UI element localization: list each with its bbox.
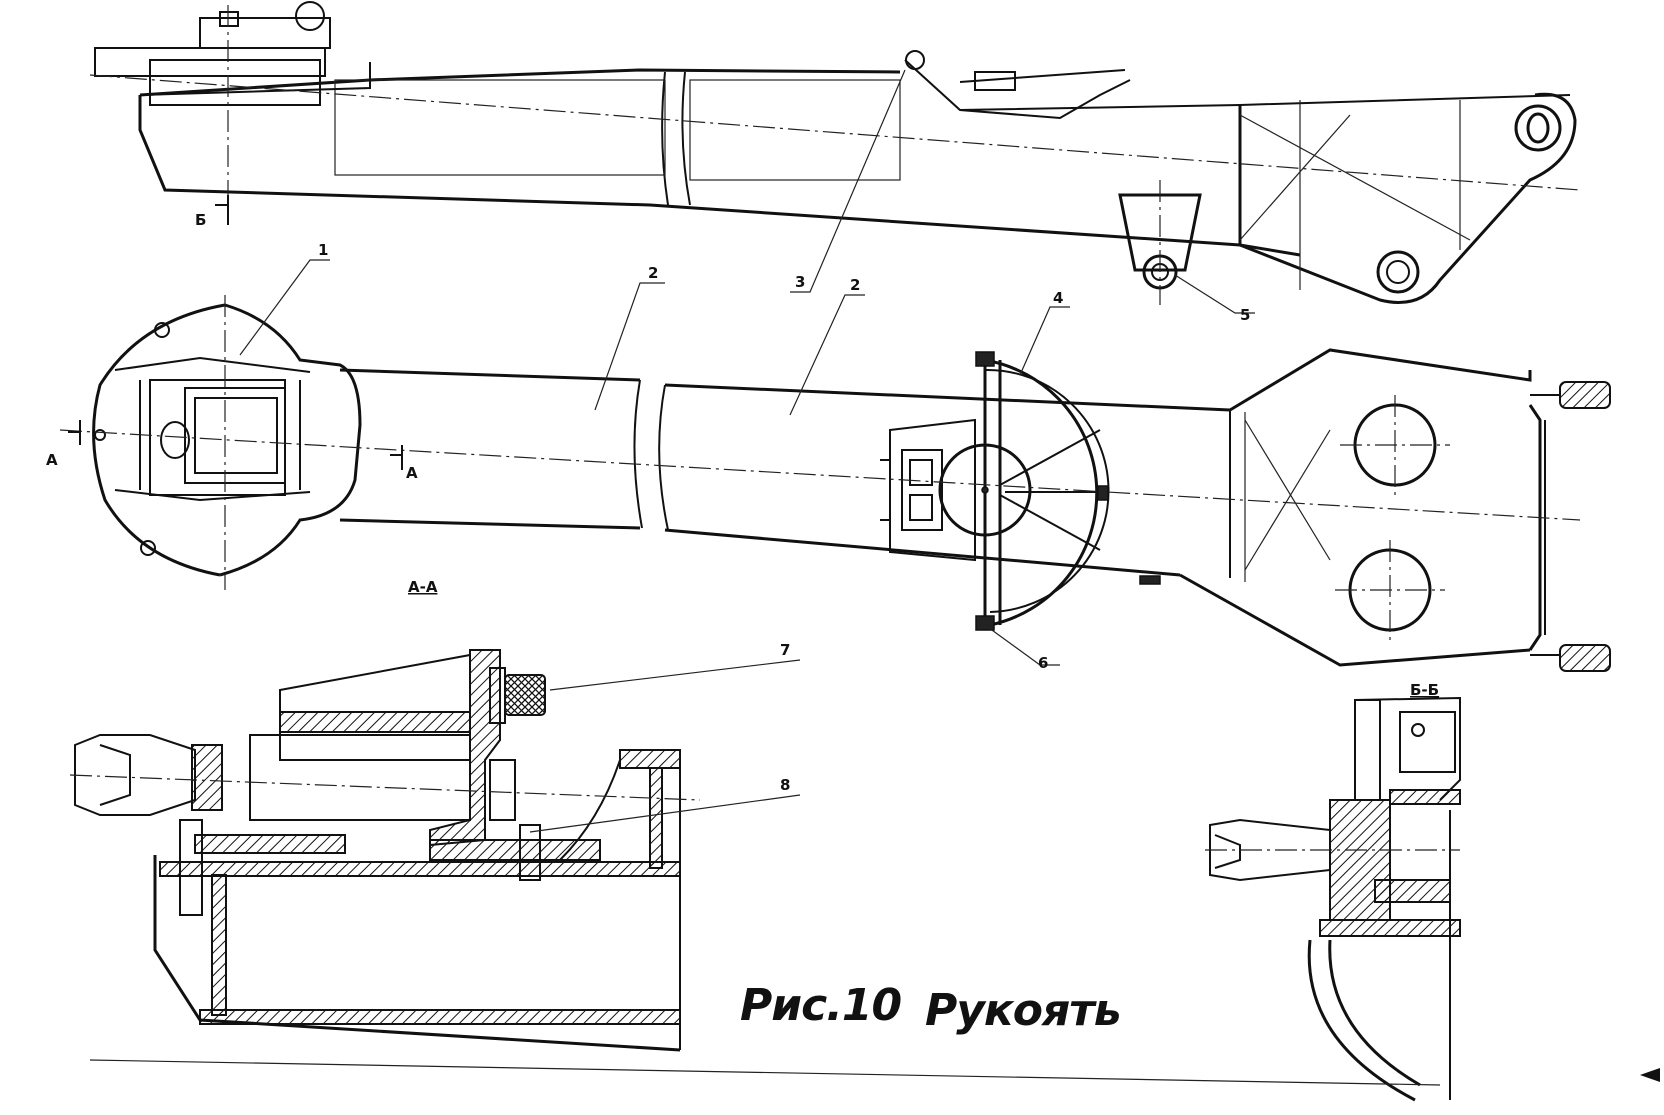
callout-4: 4 [1053,289,1063,307]
section-labels: А-А Б-Б А А Б [46,211,1439,699]
side-view [89,1,1581,305]
corner-arrow-icon [1640,1068,1660,1082]
section-bb-title: Б-Б [1410,681,1439,699]
callout-2a: 2 [648,264,658,282]
plan-view [59,295,1611,672]
callout-6: 6 [1038,654,1048,672]
callout-5: 5 [1240,306,1250,324]
callout-7: 7 [780,641,790,659]
callout-3: 3 [795,273,805,291]
caption-title: Рукоять [925,985,1121,1036]
section-aa-title: А-А [408,578,438,596]
callout-2b: 2 [850,276,860,294]
cut-mark-a-right: А [406,464,418,482]
caption-number: Рис.10 [740,980,901,1031]
callout-numbers: 1 2 2 3 4 5 6 7 8 [318,241,1250,794]
section-aa-view [69,649,701,1052]
callout-leaders [239,69,1255,833]
cut-mark-a-left: А [46,451,58,469]
figure-caption: Рис.10 Рукоять [740,980,1122,1036]
section-bb-view [1205,696,1461,1102]
cut-mark-b: Б [195,211,206,229]
callout-8: 8 [780,776,790,794]
callout-1: 1 [318,241,328,259]
